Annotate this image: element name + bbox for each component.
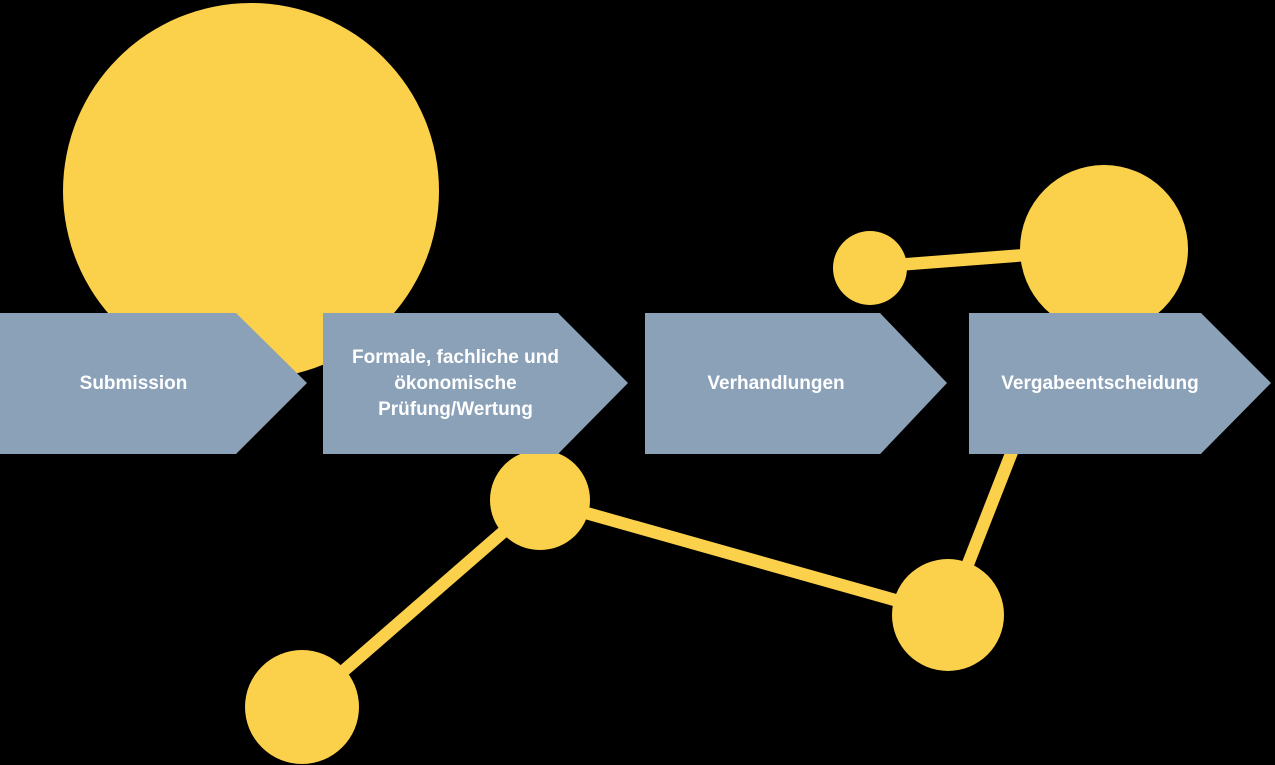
network-node-bottom-right bbox=[892, 559, 1004, 671]
step-label-verhandlungen: Verhandlungen bbox=[707, 372, 845, 394]
network-node-top-large bbox=[1020, 165, 1188, 333]
network-graphic bbox=[63, 3, 1188, 764]
network-node-middle bbox=[490, 450, 590, 550]
decorative-circle-large-left bbox=[63, 3, 439, 379]
process-arrows bbox=[0, 313, 1271, 454]
step-label-vergabeentscheidung: Vergabeentscheidung bbox=[1001, 372, 1199, 394]
network-node-bottom-left bbox=[245, 650, 359, 764]
step-label-submission: Submission bbox=[79, 372, 188, 394]
process-arrow-4 bbox=[969, 313, 1271, 454]
network-edge-mid-right bbox=[538, 493, 950, 622]
process-arrow-2 bbox=[323, 313, 628, 454]
step-label-pruefung-wertung: Formale, fachliche und ökonomische Prüfu… bbox=[352, 346, 559, 420]
process-arrow-1 bbox=[0, 313, 307, 454]
network-node-top-small bbox=[833, 231, 907, 305]
process-arrow-3 bbox=[645, 313, 947, 454]
